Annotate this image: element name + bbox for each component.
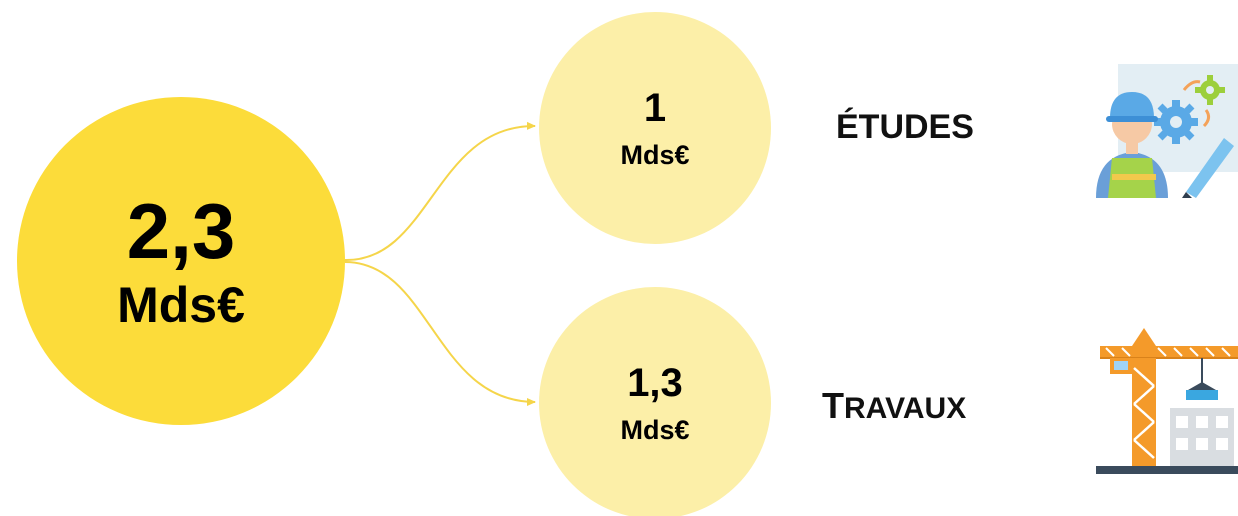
total-unit: Mds€ bbox=[117, 277, 245, 333]
etudes-label: ÉTUDES bbox=[836, 108, 974, 146]
travaux-unit: Mds€ bbox=[620, 415, 690, 445]
etudes-unit: Mds€ bbox=[620, 140, 690, 170]
travaux-budget-circle: 1,3 Mds€ bbox=[539, 287, 771, 516]
total-budget-circle: 2,3 Mds€ bbox=[17, 97, 345, 425]
engineer-icon bbox=[1096, 64, 1238, 198]
etudes-budget-circle: 1 Mds€ bbox=[539, 12, 771, 244]
travaux-label-initial: T bbox=[822, 385, 844, 426]
construction-crane-icon bbox=[1096, 328, 1238, 474]
total-value: 2,3 bbox=[126, 187, 236, 275]
travaux-label: TRAVAUX bbox=[822, 385, 966, 427]
travaux-value: 1,3 bbox=[627, 361, 683, 405]
etudes-value: 1 bbox=[643, 86, 667, 130]
connector-to-travaux bbox=[344, 261, 536, 406]
travaux-label-rest: RAVAUX bbox=[844, 392, 967, 425]
connector-to-etudes bbox=[344, 121, 536, 262]
